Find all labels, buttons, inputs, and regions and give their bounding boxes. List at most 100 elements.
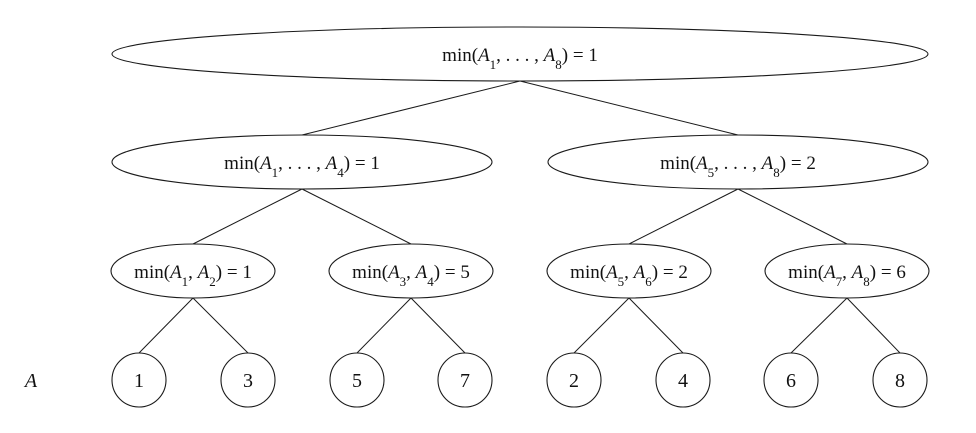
level1-node-1-separator: , . . . , [714,153,762,174]
leaf-node-6-circle [763,352,819,408]
leaf-node-0: 1 [111,352,167,408]
level2-node-0-label: min(A1​, A2​) = 1 [134,262,252,289]
level2-node-3-separator: , [842,262,852,283]
tree-nodes: min(A1​, . . . , A8​) = 1 min(A1​, . . . … [110,26,930,408]
edge-level2-to-leaf-6 [790,297,848,354]
level1-node-0-label: min(A1​, . . . , A4​) = 1 [224,153,380,180]
level1-node-1-func: min( [660,153,696,174]
level2-node-1-func: min( [352,262,388,283]
level1-node-1-label: min(A5​, . . . , A8​) = 2 [660,153,816,180]
leaf-node-6-value: 6 [786,370,796,392]
level2-node-1-subscript: 3 [400,274,407,289]
level2-node-2-ellipse [546,243,712,299]
level1-node-0-result: ) = 1 [344,153,380,174]
level2-node-1-var: A [414,262,428,283]
root-node-separator: , . . . , [496,45,544,66]
level1-node-1-subscript: 8 [773,165,780,180]
leaf-node-2: 5 [329,352,385,408]
level2-node-2-label: min(A5​, A6​) = 2 [570,262,688,289]
leaf-node-1-circle [220,352,276,408]
leaf-node-4-value: 2 [569,370,579,392]
leaf-node-0-circle [111,352,167,408]
level2-node-3-label: min(A7​, A8​) = 6 [788,262,906,289]
edge-level2-to-leaf-2 [356,297,412,354]
level2-node-3-subscript: 7 [836,274,843,289]
level2-node-1-label: min(A3​, A4​) = 5 [352,262,470,289]
level2-node-3-ellipse [764,243,930,299]
leaf-node-5-value: 4 [678,370,688,392]
level1-node-1: min(A5​, . . . , A8​) = 2 [547,134,929,190]
level1-node-1-var: A [694,153,708,174]
level2-node-2: min(A5​, A6​) = 2 [546,243,712,299]
level1-node-0-func: min( [224,153,260,174]
edge-level2-to-leaf-5 [628,297,684,354]
level1-node-0-ellipse [111,134,493,190]
leaf-node-5: 4 [655,352,711,408]
edge-level1-to-level2-1 [301,188,412,245]
level1-node-1-ellipse [547,134,929,190]
root-node: min(A1​, . . . , A8​) = 1 [111,26,929,82]
leaf-node-3: 7 [437,352,493,408]
edge-level1-to-level2-0 [192,188,303,245]
level2-node-0-ellipse [110,243,276,299]
level2-node-3-result: ) = 6 [870,262,906,283]
edge-level2-to-leaf-7 [846,297,901,354]
level2-node-3-func: min( [788,262,824,283]
edge-level1-to-level2-2 [628,188,739,245]
level1-node-1-result: ) = 2 [780,153,816,174]
tree-edges [138,80,901,354]
level2-node-2-subscript: 6 [645,274,652,289]
leaf-node-3-value: 7 [460,370,470,392]
level2-node-3: min(A7​, A8​) = 6 [764,243,930,299]
level2-node-1: min(A3​, A4​) = 5 [328,243,494,299]
leaf-node-1-value: 3 [243,370,253,392]
level2-node-0-var: A [196,262,210,283]
level2-node-2-subscript: 5 [618,274,625,289]
root-node-subscript: 8 [555,57,562,72]
level2-node-0-subscript: 2 [209,274,216,289]
leaf-node-2-circle [329,352,385,408]
root-node-var: A [542,45,556,66]
root-node-subscript: 1 [490,57,497,72]
leaf-node-0-value: 1 [134,370,144,392]
level1-node-0: min(A1​, . . . , A4​) = 1 [111,134,493,190]
level2-node-0-separator: , [188,262,198,283]
leaf-node-1: 3 [220,352,276,408]
root-node-func: min( [442,45,478,66]
level2-node-3-var: A [822,262,836,283]
level2-node-2-var: A [604,262,618,283]
leaf-node-3-circle [437,352,493,408]
level2-node-0: min(A1​, A2​) = 1 [110,243,276,299]
level2-node-0-subscript: 1 [182,274,189,289]
level1-node-0-var: A [258,153,272,174]
level2-node-0-func: min( [134,262,170,283]
level2-node-1-result: ) = 5 [434,262,470,283]
edge-root-to-level1-0 [301,80,521,136]
edge-level2-to-leaf-0 [138,297,194,354]
leaf-node-4: 2 [546,352,602,408]
level2-node-2-func: min( [570,262,606,283]
edge-level2-to-leaf-3 [410,297,466,354]
edge-root-to-level1-1 [519,80,739,136]
root-node-var: A [476,45,490,66]
level2-node-2-result: ) = 2 [652,262,688,283]
edge-level2-to-leaf-1 [192,297,249,354]
level1-node-0-subscript: 1 [272,165,279,180]
level2-node-3-var: A [850,262,864,283]
leaf-node-5-circle [655,352,711,408]
edge-level1-to-level2-3 [737,188,848,245]
level1-node-0-var: A [324,153,338,174]
level1-node-0-subscript: 4 [337,165,344,180]
level2-node-2-separator: , [624,262,634,283]
level1-node-1-subscript: 5 [708,165,715,180]
level2-node-1-separator: , [406,262,416,283]
level2-node-1-var: A [386,262,400,283]
root-node-ellipse [111,26,929,82]
level2-node-1-ellipse [328,243,494,299]
level2-node-1-subscript: 4 [427,274,434,289]
edge-level2-to-leaf-4 [573,297,630,354]
leaf-node-4-circle [546,352,602,408]
leaf-node-7-value: 8 [895,370,905,392]
level1-node-1-var: A [760,153,774,174]
